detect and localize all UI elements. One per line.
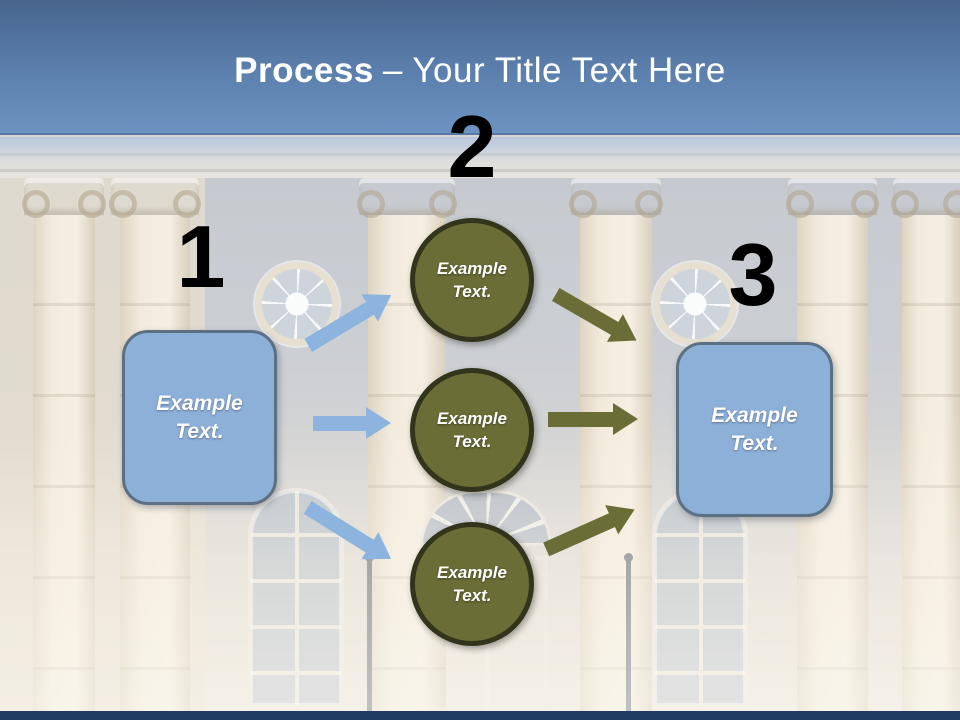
left-process-box[interactable]: Example Text. (122, 330, 277, 505)
column-capital (786, 178, 879, 218)
title-placeholder: – Your Title Text Here (382, 51, 726, 90)
building-column (891, 190, 960, 711)
step-number-1[interactable]: 1 (176, 207, 226, 306)
arrow-shaft (313, 416, 367, 431)
arrow-head-icon (613, 403, 638, 435)
building-column (569, 190, 663, 711)
step-number-3[interactable]: 3 (728, 225, 778, 324)
railing-post (365, 553, 374, 712)
box-label: Example Text. (711, 403, 798, 455)
column-capital (891, 178, 960, 218)
circle-label: Example Text. (437, 259, 507, 301)
process-circle-bottom[interactable]: Example Text. (410, 522, 534, 646)
circle-label: Example Text. (437, 409, 507, 451)
arrow-head-icon (366, 407, 391, 439)
slide-title[interactable]: Process– Your Title Text Here (0, 50, 960, 92)
circle-label: Example Text. (437, 563, 507, 605)
railing-post (624, 553, 633, 712)
title-bar: Process– Your Title Text Here (0, 0, 960, 135)
arrow-shaft (548, 412, 614, 427)
title-emphasis: Process (234, 51, 374, 90)
column-capital (22, 178, 106, 218)
footer-strip (0, 711, 960, 720)
column-capital (569, 178, 663, 218)
step-number-2[interactable]: 2 (447, 97, 497, 196)
right-process-box[interactable]: Example Text. (676, 342, 833, 517)
building-column (22, 190, 106, 711)
process-circle-top[interactable]: Example Text. (410, 218, 534, 342)
arched-window (652, 488, 748, 708)
box-label: Example Text. (156, 391, 243, 443)
process-circle-middle[interactable]: Example Text. (410, 368, 534, 492)
